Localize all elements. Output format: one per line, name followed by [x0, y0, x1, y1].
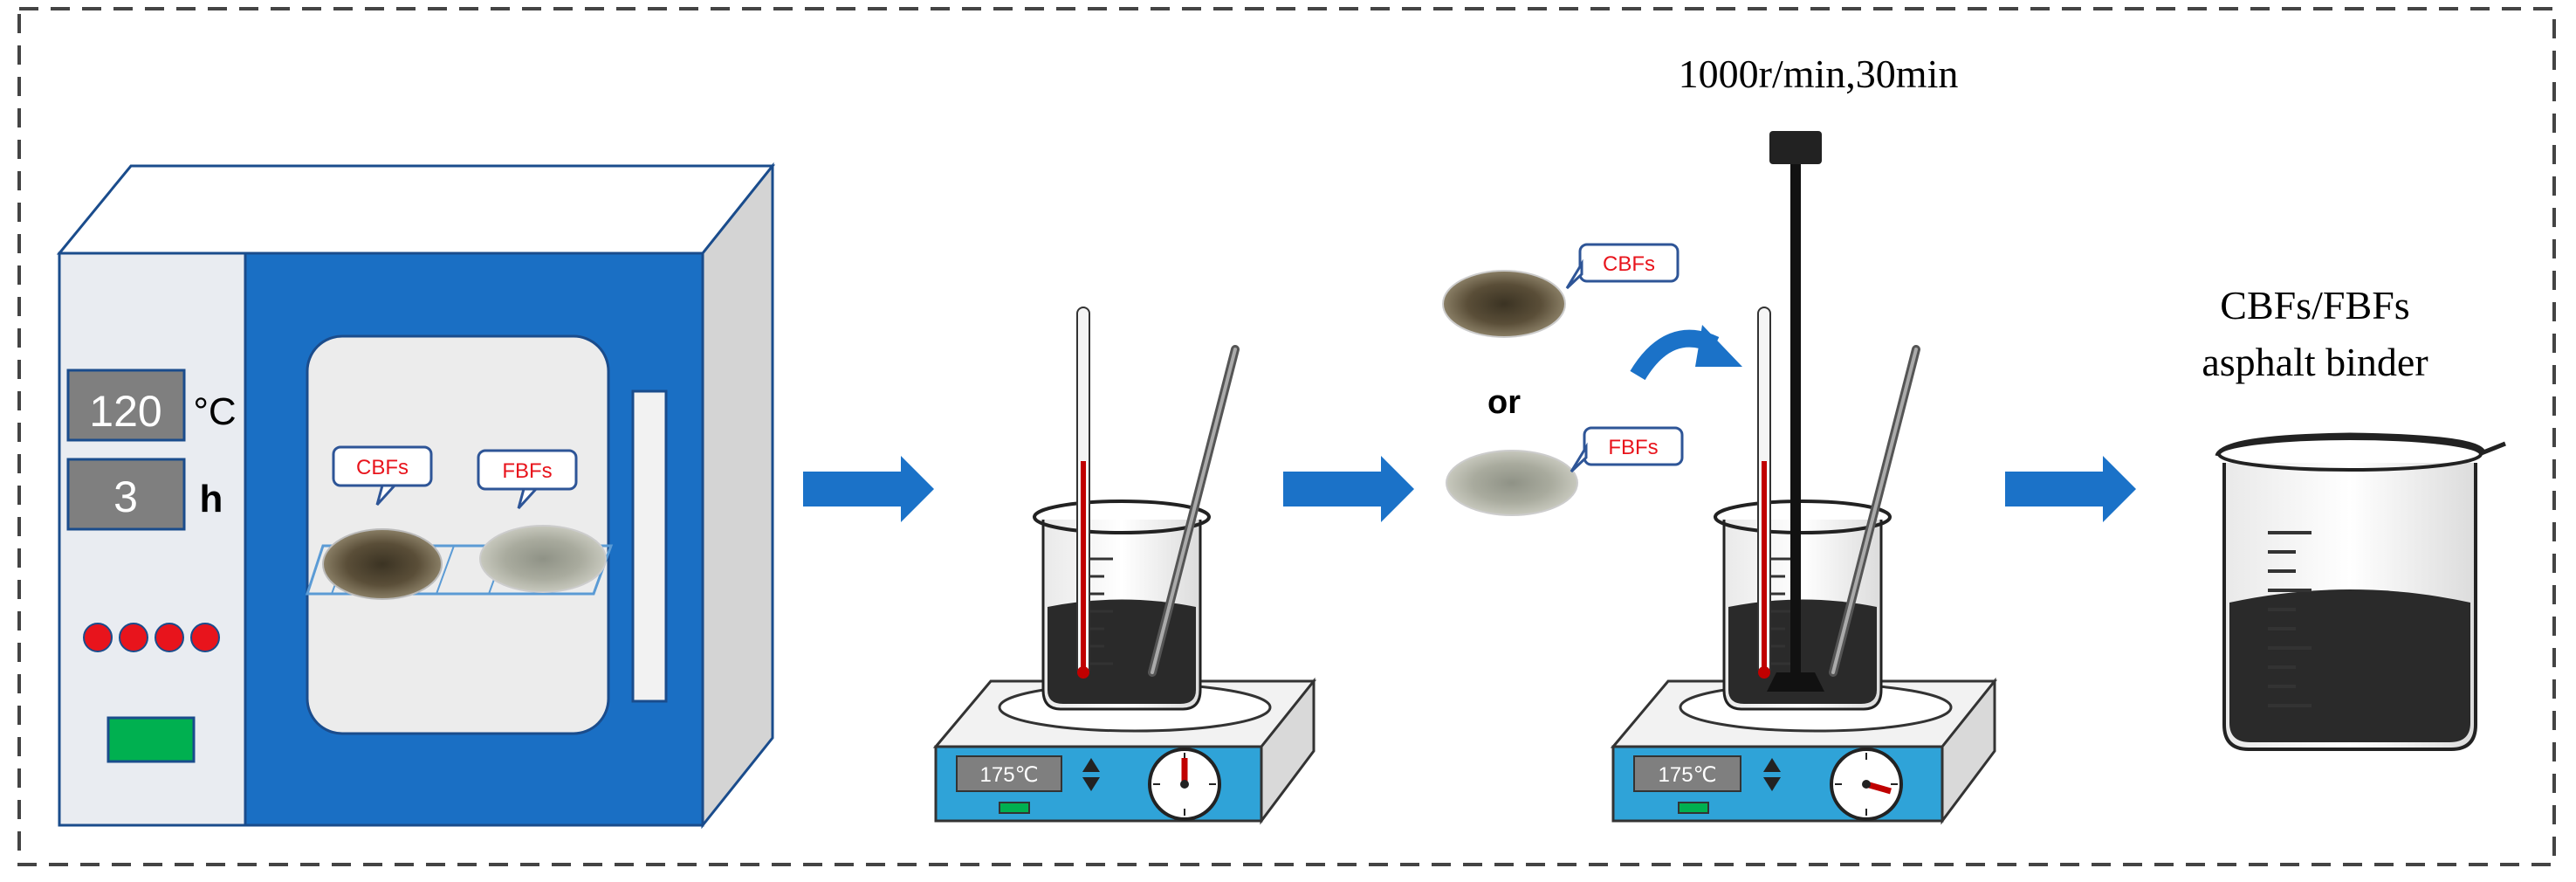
thermometer-1-mercury [1081, 461, 1086, 671]
cbf-sample [1442, 270, 1566, 338]
oven-door-handle [631, 389, 668, 703]
stir-plate-1-up-arrow [1082, 758, 1100, 772]
stir-plate-1-display-text: 175℃ [980, 763, 1039, 787]
oven-label-cbfs-text: CBFs [356, 456, 409, 479]
oven-temp-unit: °C [193, 390, 236, 433]
oven-label-fbfs: FBFs [477, 449, 578, 510]
flow-arrow-2 [1283, 456, 1414, 522]
beaker-1-rim [1033, 500, 1211, 534]
fbf-sample-oven [479, 525, 607, 593]
product-beaker-scale [2268, 531, 2312, 707]
oven-temp-value: 120 [89, 387, 161, 436]
oven-temp-display [66, 369, 186, 442]
oven-top [56, 164, 776, 255]
stirrer-speed-time-text: 1000r/min,30min [1679, 52, 1959, 96]
stir-plate-2-display-text: 175℃ [1659, 763, 1717, 787]
oven-time-display [66, 458, 186, 531]
mixing-station: 1000r/min,30min 175℃ [1610, 52, 1998, 825]
stir-plate-2-down-arrow [1763, 777, 1781, 791]
stir-plate-1-down-arrow [1082, 777, 1100, 791]
stir-plate-1-display [956, 755, 1062, 792]
stirrer-cap [1769, 131, 1822, 164]
oven-time-unit: h [200, 478, 223, 520]
flow-arrow-1 [803, 456, 934, 522]
stirrer-shaft [1790, 164, 1801, 688]
fbf-sample [1446, 450, 1578, 516]
product-beaker-asphalt [2229, 589, 2470, 742]
drying-oven: CBFs FBFs 120 °C 3 h [56, 162, 776, 830]
oven-time-value: 3 [113, 472, 138, 521]
oven-side [701, 162, 774, 830]
dashed-frame [17, 7, 2556, 866]
cbf-label: CBFs [1565, 243, 1680, 290]
oven-label-cbfs: CBFs [332, 445, 433, 506]
cbf-sample-oven [322, 528, 443, 600]
or-text: or [1487, 384, 1521, 421]
product-label-line1: CBFs/FBFs [2220, 283, 2409, 327]
product-label-line2: asphalt binder [2202, 340, 2428, 384]
cbf-label-text: CBFs [1603, 252, 1655, 276]
stir-plate-2-led [1678, 802, 1709, 814]
fbf-label-text: FBFs [1608, 436, 1658, 459]
oven-window [306, 334, 610, 735]
thermometer-2-bulb [1758, 666, 1770, 679]
stir-plate-2-display [1633, 755, 1741, 792]
fbf-label: FBFs [1570, 426, 1684, 473]
beaker-1-asphalt [1048, 599, 1196, 704]
thermometer-1-bulb [1077, 666, 1089, 679]
oven-red-buttons [83, 623, 220, 652]
oven-label-fbfs-text: FBFs [502, 459, 552, 483]
stir-plate-2-up-arrow [1763, 758, 1781, 772]
fiber-choice: CBFs or FBFs [1442, 243, 1742, 516]
heating-station-1: 175℃ [932, 307, 1317, 825]
thermometer-2-mercury [1762, 461, 1767, 671]
oven-green-indicator [106, 716, 196, 763]
stir-plate-1-led [999, 802, 1030, 814]
stirrer-paddle [1767, 672, 1824, 692]
flow-arrow-3 [2005, 456, 2136, 522]
product-beaker-group: CBFs/FBFs asphalt binder [2202, 283, 2506, 751]
beaker-2-rim [1714, 500, 1892, 534]
